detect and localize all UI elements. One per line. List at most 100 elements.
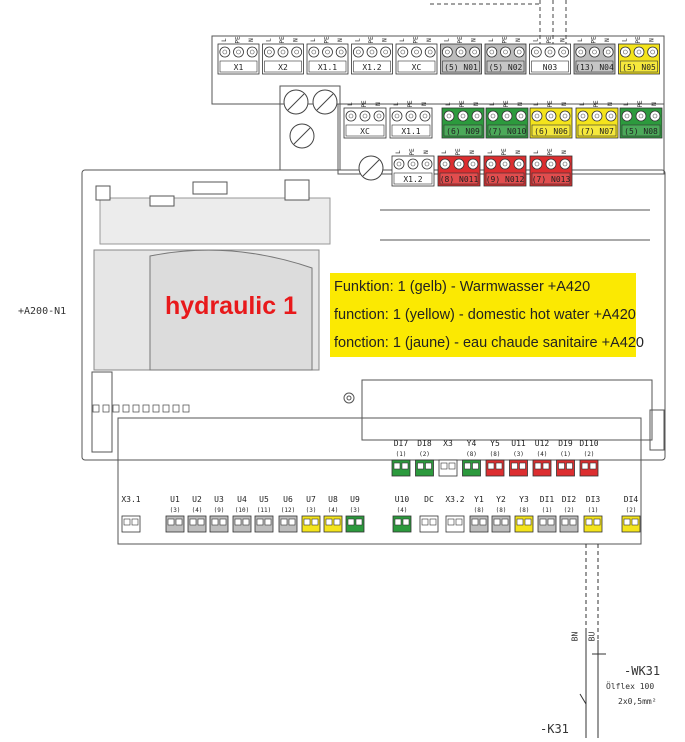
spring-terminal	[593, 518, 601, 526]
screw-terminal	[391, 110, 403, 122]
pin-label: PE	[455, 148, 462, 156]
input-label: X3.1	[121, 495, 140, 504]
pin-label: L	[487, 150, 494, 154]
mid-row-input-4: Y5(8)	[485, 439, 505, 477]
spring-terminal	[355, 518, 363, 526]
screw-terminal	[486, 46, 498, 58]
spring-terminal	[631, 518, 639, 526]
bottom-row-input-4: U4(10)	[232, 495, 252, 533]
screw-terminal	[380, 46, 392, 58]
screw-terminal	[531, 158, 543, 170]
spring-terminal	[581, 462, 589, 470]
screw-terminal	[443, 110, 455, 122]
mid-row-input-5: U11(3)	[509, 439, 528, 477]
input-label: DI4	[624, 495, 639, 504]
spring-terminal	[288, 518, 296, 526]
input-label: Y5	[490, 439, 500, 448]
spring-terminal	[448, 462, 456, 470]
input-number: (8)	[519, 507, 530, 514]
input-label: Y1	[474, 495, 484, 504]
spring-terminal	[425, 462, 432, 470]
pin-label: N	[375, 102, 382, 106]
input-label: U8	[328, 495, 338, 504]
plug-label: (7) N013	[532, 175, 571, 184]
spring-terminal	[211, 518, 219, 526]
screw-terminal	[405, 110, 417, 122]
pin-label: N	[426, 38, 433, 42]
spring-terminal	[501, 518, 509, 526]
pin-label: PE	[547, 148, 554, 156]
wire-color-bn: BN	[570, 631, 580, 642]
spring-terminal	[516, 518, 524, 526]
pin-label: PE	[593, 100, 600, 108]
screw-terminal	[513, 46, 525, 58]
pin-label: N	[604, 38, 611, 42]
bottom-row-input-19: DI4(2)	[621, 495, 641, 533]
spring-terminal	[280, 518, 288, 526]
spring-terminal	[401, 462, 409, 470]
pin-label: L	[310, 38, 317, 42]
screw-terminal	[219, 46, 231, 58]
screw-terminal	[577, 110, 589, 122]
spring-terminal	[558, 462, 565, 470]
input-number: (1)	[560, 451, 571, 458]
bottom-row-input-18: DI3(1)	[583, 495, 603, 533]
input-label: DI1	[540, 495, 555, 504]
led-indicator	[102, 404, 110, 413]
spring-terminal	[495, 462, 503, 470]
board-label: +A200-N1	[18, 306, 67, 317]
input-label: DC	[424, 495, 434, 504]
screw-terminal	[373, 110, 385, 122]
input-label: DI7	[394, 439, 409, 448]
pin-label: PE	[591, 36, 598, 44]
spring-terminal	[524, 518, 532, 526]
spring-terminal	[175, 518, 183, 526]
plug-label: (6) N09	[446, 127, 480, 136]
screw-terminal	[393, 158, 405, 170]
screw-terminal	[499, 158, 511, 170]
spring-terminal	[394, 518, 402, 526]
screw-terminal	[453, 158, 465, 170]
function-note: Funktion: 1 (gelb) - Warmwasser +A420 fu…	[330, 273, 644, 357]
input-number: (1)	[396, 451, 407, 458]
plug-label: (5) N08	[624, 127, 658, 136]
pin-label: PE	[324, 36, 331, 44]
spring-terminal	[242, 518, 250, 526]
input-number: (4)	[397, 507, 408, 514]
wire-color-bu: BU	[587, 631, 597, 642]
input-number: (1)	[588, 507, 599, 514]
screw-terminal	[397, 46, 409, 58]
input-label: U4	[237, 495, 247, 504]
spring-terminal	[464, 462, 471, 470]
input-label: U11	[511, 439, 526, 448]
bottom-row-input-1: U1(3)	[165, 495, 185, 533]
spring-terminal	[471, 518, 479, 526]
spring-terminal	[234, 518, 242, 526]
spring-terminal	[421, 518, 429, 526]
input-number: (3)	[513, 451, 524, 458]
led-indicator	[122, 404, 130, 413]
input-label: Y4	[467, 439, 477, 448]
screw-terminal	[471, 110, 483, 122]
bottom-row-input-3: U3(9)	[209, 495, 229, 533]
screw-terminal	[263, 46, 275, 58]
plug-label: X1.1	[318, 63, 337, 72]
pin-label: N	[651, 102, 658, 106]
top-dashed-wires	[430, 0, 567, 46]
input-label: DI9	[558, 439, 573, 448]
screw-terminal	[575, 46, 587, 58]
pin-label: L	[443, 38, 450, 42]
mid-row-input-2: X3	[438, 439, 458, 477]
input-label: U2	[192, 495, 202, 504]
bottom-row-input-16: DI1(1)	[537, 495, 557, 533]
pin-label: N	[515, 150, 522, 154]
pin-label: L	[621, 38, 628, 42]
spring-terminal	[197, 518, 205, 526]
input-number: (2)	[419, 451, 430, 458]
